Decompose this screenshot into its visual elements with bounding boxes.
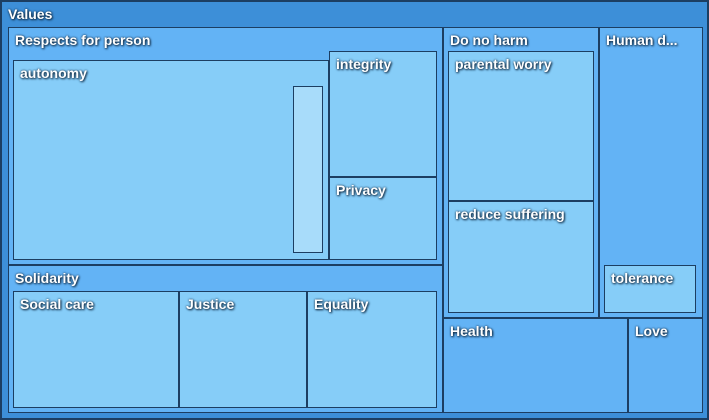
treemap-node-equality[interactable]: Equality [307, 291, 437, 408]
treemap-node-label: Respects for person [15, 32, 151, 48]
treemap-node-integrity[interactable]: integrity [329, 51, 437, 177]
treemap-node-social-care[interactable]: Social care [13, 291, 179, 408]
treemap-node-privacy[interactable]: Privacy [329, 177, 437, 260]
treemap-node-label: integrity [336, 56, 392, 72]
treemap-node-parental-worry[interactable]: parental worry [448, 51, 594, 201]
treemap-node-label: Solidarity [15, 270, 79, 286]
treemap-node-health[interactable]: Health [443, 318, 628, 413]
treemap-node-autonomy-sub[interactable] [293, 86, 323, 253]
treemap-node-label: Equality [314, 296, 369, 312]
treemap-node-label: Human d... [606, 32, 678, 48]
treemap-node-justice[interactable]: Justice [179, 291, 307, 408]
treemap-node-label: parental worry [455, 56, 552, 72]
treemap-node-love[interactable]: Love [628, 318, 703, 413]
treemap-node-reduce-suffering[interactable]: reduce suffering [448, 201, 594, 313]
treemap-node-label: autonomy [20, 65, 87, 81]
treemap-node-autonomy[interactable]: autonomy [13, 60, 329, 260]
treemap-node-label: reduce suffering [455, 206, 565, 222]
treemap-node-label: tolerance [611, 270, 674, 286]
treemap-node-label: Do no harm [450, 32, 528, 48]
treemap-node-label: Love [635, 323, 668, 339]
treemap-node-label: Privacy [336, 182, 386, 198]
treemap-node-label: Values [8, 6, 53, 22]
treemap-node-label: Justice [186, 296, 235, 312]
treemap-node-label: Social care [20, 296, 94, 312]
treemap-node-tolerance[interactable]: tolerance [604, 265, 696, 313]
treemap-node-label: Health [450, 323, 493, 339]
